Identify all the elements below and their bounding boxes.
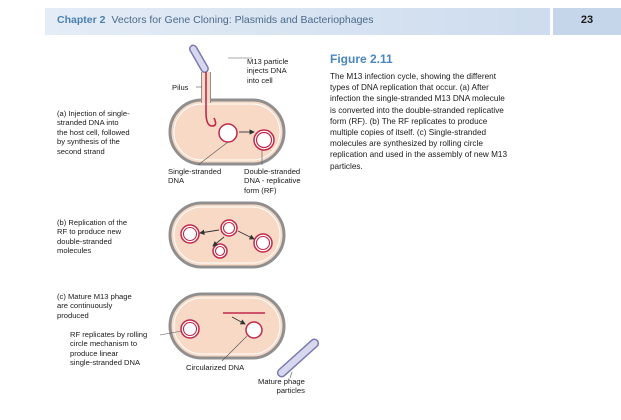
figure-caption: The M13 infection cycle, showing the dif… bbox=[330, 72, 508, 171]
rf-b-left bbox=[180, 224, 200, 244]
label-step-a: (a) Injection of single- stranded DNA in… bbox=[57, 109, 130, 156]
ssdna-circle bbox=[218, 123, 238, 143]
cell-b-inner-membrane bbox=[173, 206, 281, 264]
header-band: Chapter 2 Vectors for Gene Cloning: Plasm… bbox=[0, 0, 621, 37]
m13-phage-body bbox=[188, 44, 209, 73]
label-step-b: (b) Replication of the RF to produce new… bbox=[57, 218, 128, 256]
rf-c-rolling bbox=[180, 319, 200, 339]
circularized-ssdna bbox=[245, 321, 263, 339]
mature-phage-particle bbox=[276, 338, 320, 378]
arrow-b-down bbox=[212, 236, 225, 247]
m13-phage-injecting bbox=[188, 44, 209, 73]
rf-c-inner bbox=[182, 321, 198, 337]
chapter-number: Chapter 2 bbox=[57, 14, 106, 26]
chapter-title: Vectors for Gene Cloning: Plasmids and B… bbox=[111, 14, 374, 26]
label-circularized: Circularized DNA bbox=[186, 363, 245, 372]
label-single-stranded: Single-stranded DNA bbox=[168, 167, 222, 186]
rf-b-top bbox=[220, 219, 238, 237]
leader-mature bbox=[289, 371, 293, 379]
page-number: 23 bbox=[580, 14, 594, 26]
arrow-b-left bbox=[199, 229, 220, 235]
cell-a-inner-membrane bbox=[173, 103, 281, 161]
rf-b-bottom-inner bbox=[214, 245, 226, 257]
rf-b-top-inner bbox=[222, 221, 236, 235]
leader-circularized bbox=[221, 335, 248, 362]
arrow-b-right bbox=[237, 230, 255, 240]
rf-circle-inner bbox=[255, 131, 273, 149]
header-band-right bbox=[553, 8, 621, 35]
label-pilus: Pilus bbox=[172, 83, 189, 92]
label-mature-phage: Mature phage particles bbox=[258, 377, 305, 396]
rf-b-bottom bbox=[212, 243, 228, 259]
arrow-c-circularize bbox=[231, 316, 246, 325]
figure-title: Figure 2.11 bbox=[330, 52, 393, 66]
rf-b-right-inner bbox=[255, 235, 271, 251]
leader-ssdna bbox=[197, 141, 229, 166]
label-m13-particle: M13 particle injects DNA into cell bbox=[247, 57, 289, 85]
cell-c-body bbox=[168, 292, 286, 360]
label-rf-rolling: RF replicates by rolling circle mechanis… bbox=[70, 330, 148, 368]
label-step-c: (c) Mature M13 phage are continuously pr… bbox=[57, 292, 132, 320]
cell-c-inner-membrane bbox=[173, 297, 281, 355]
running-head: Chapter 2 Vectors for Gene Cloning: Plasm… bbox=[57, 14, 374, 26]
label-double-stranded: Double-stranded DNA - replicative form (… bbox=[244, 167, 301, 195]
injected-dna-strand bbox=[205, 72, 217, 127]
leader-rf-rolling bbox=[159, 330, 183, 336]
cell-c bbox=[168, 292, 286, 360]
header-band-left bbox=[45, 8, 550, 35]
rf-b-left-inner bbox=[182, 226, 198, 242]
rf-b-right bbox=[253, 233, 273, 253]
mature-phage-body bbox=[276, 338, 320, 378]
